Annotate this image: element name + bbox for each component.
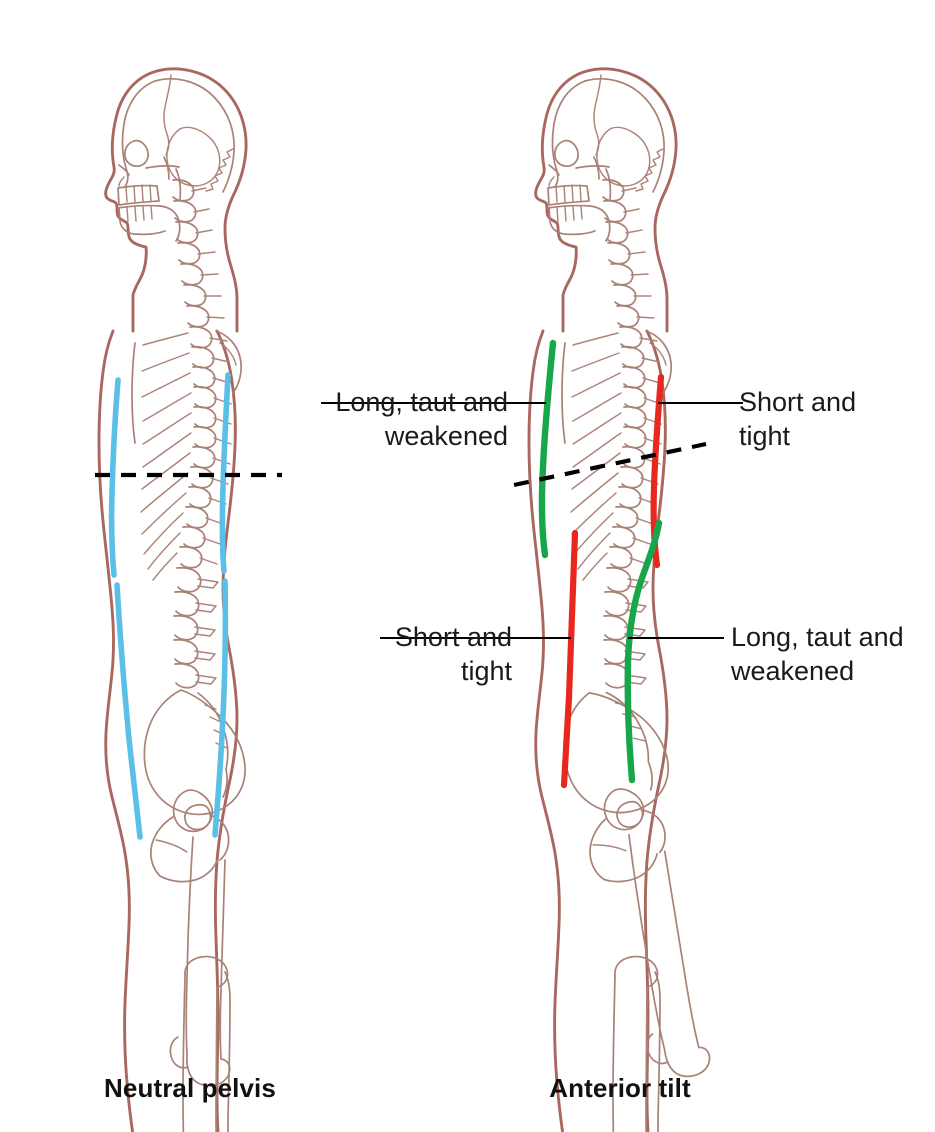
muscle-abdominals-lengthened bbox=[538, 339, 557, 559]
muscle-hip-flexors-shortened bbox=[560, 529, 579, 789]
skeleton-anterior bbox=[532, 67, 729, 1132]
muscle-hamstrings-neutral bbox=[212, 578, 229, 838]
caption-anterior-tilt: Anterior tilt bbox=[549, 1073, 691, 1103]
annotation-lower-right: Long, taut and weakened bbox=[731, 622, 904, 686]
panel-neutral-pelvis bbox=[95, 67, 282, 1132]
annotation-upper-right: Short and tight bbox=[739, 387, 857, 451]
caption-neutral-pelvis: Neutral pelvis bbox=[104, 1073, 276, 1103]
muscle-abdominals-neutral bbox=[108, 377, 121, 578]
muscle-hip-flexors-neutral bbox=[114, 582, 143, 840]
body-outline-neutral bbox=[97, 329, 135, 1132]
muscle-hamstrings-lengthened bbox=[624, 519, 663, 784]
pelvic-reference-line-anterior bbox=[513, 441, 707, 488]
annotation-upper-left: Long, taut and weakened bbox=[335, 387, 508, 451]
annotation-lower-left: Short and tight bbox=[394, 622, 512, 686]
muscle-erector-spinae-neutral bbox=[219, 372, 231, 574]
body-outline-anterior bbox=[527, 329, 565, 1132]
panel-anterior-tilt bbox=[321, 67, 743, 1132]
